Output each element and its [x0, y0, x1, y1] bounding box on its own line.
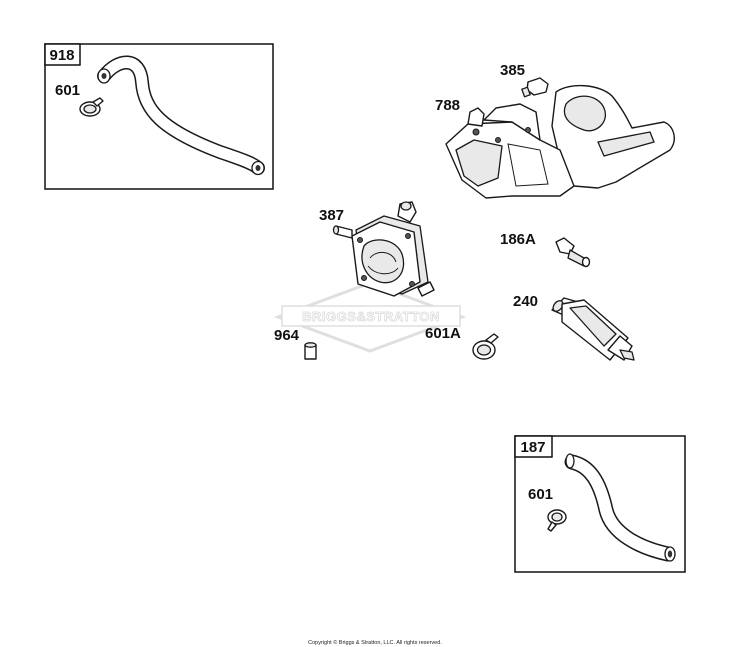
bracket-788-label: 788 — [435, 97, 460, 114]
hose-clamp-601-top — [79, 97, 104, 117]
fuel-line-hose-187 — [564, 453, 676, 562]
bolt-385-label: 385 — [500, 62, 525, 79]
inset-187-tag — [514, 435, 553, 458]
fitting-186a-label: 186A — [500, 231, 536, 248]
spacer-964-label: 964 — [274, 327, 300, 344]
inset-918-frame — [44, 43, 274, 190]
fuel-fitting-186a — [555, 237, 591, 268]
fuel-pump-387 — [332, 201, 435, 297]
clamp-601-label-top: 601 — [55, 82, 80, 99]
mounting-bracket-788 — [445, 84, 675, 199]
copyright-text: Copyright © Briggs & Stratton, LLC. All … — [308, 639, 442, 646]
fuel-filter-240 — [551, 297, 635, 361]
hose-clamp-601a — [472, 333, 499, 360]
inset-918-label: 918 — [49, 47, 74, 64]
fuel-pump-387-label: 387 — [319, 207, 344, 224]
inset-918: 918 601 — [44, 43, 274, 190]
fuel-filter-240-label: 240 — [513, 293, 538, 310]
inset-187: 187 601 — [514, 435, 686, 573]
inset-187-label: 187 — [520, 439, 545, 456]
brand-watermark: BRIGGS&STRATTON — [273, 281, 467, 353]
bolt-385 — [521, 77, 549, 98]
hose-clamp-601-bottom — [547, 509, 567, 532]
clamp-601-label-bottom: 601 — [528, 486, 553, 503]
clamp-601a-label: 601A — [425, 325, 461, 342]
inset-187-frame — [514, 435, 686, 573]
inset-918-tag — [44, 43, 81, 66]
watermark-text: BRIGGS&STRATTON — [302, 309, 440, 324]
fuel-line-hose-918 — [97, 55, 265, 176]
spacer-964 — [304, 342, 317, 360]
